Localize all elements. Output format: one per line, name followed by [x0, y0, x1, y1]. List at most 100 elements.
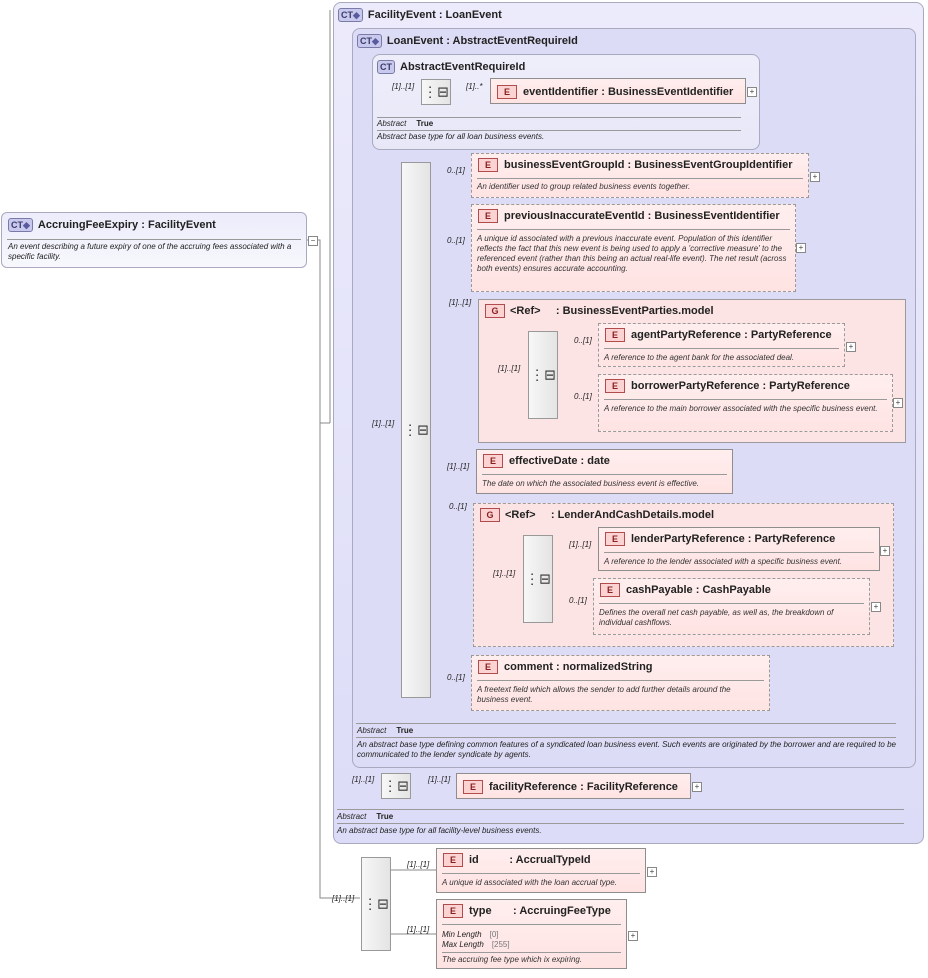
- root-complex-type[interactable]: CT◆AccruingFeeExpiry : FacilityEvent An …: [1, 212, 307, 268]
- element-type: : FacilityReference: [580, 780, 678, 793]
- facility-event-title: CT◆ FacilityEvent : LoanEvent: [338, 8, 502, 22]
- parties-seq-card: [1]..[1]: [498, 364, 521, 373]
- expand-icon[interactable]: +: [880, 546, 890, 556]
- group-name: : LenderAndCashDetails.model: [550, 508, 715, 521]
- max-length-facet: Max Length[255]: [442, 940, 510, 949]
- element-type: : BusinessEventIdentifier: [647, 209, 780, 222]
- sequence-icon: ⋮⊟: [525, 570, 551, 587]
- element-doc: A unique id associated with the loan acc…: [442, 878, 617, 887]
- element-name: cashPayable: [626, 583, 693, 596]
- event-identifier-card: [1]..*: [466, 82, 483, 91]
- element-name: comment: [504, 660, 553, 673]
- cash-payable-card: 0..[1]: [569, 596, 587, 605]
- facility-event-title-text: FacilityEvent : LoanEvent: [367, 8, 502, 21]
- element-type: : PartyReference: [744, 328, 832, 341]
- element-name: id: [469, 853, 479, 866]
- element-type: : AccruingFeeType: [513, 904, 611, 917]
- element-doc: The accruing fee type which ix expiring.: [442, 955, 583, 964]
- expand-icon[interactable]: +: [692, 782, 702, 792]
- group-ref: <Ref>: [510, 304, 541, 317]
- element-icon: E: [483, 454, 503, 468]
- element-type: : BusinessEventGroupIdentifier: [627, 158, 793, 171]
- element-type: : BusinessEventIdentifier: [601, 85, 734, 98]
- element-name: previousInaccurateEventId: [504, 209, 645, 222]
- element-icon: E: [600, 583, 620, 597]
- loan-event-sequence[interactable]: ⋮⊟: [401, 162, 431, 698]
- element-doc: The date on which the associated busines…: [482, 479, 700, 488]
- element-type: : PartyReference: [762, 379, 850, 392]
- borrower-party-reference-card: 0..[1]: [574, 392, 592, 401]
- element-name: eventIdentifier: [523, 85, 599, 98]
- element-doc: A freetext field which allows the sender…: [477, 685, 731, 704]
- root-sequence[interactable]: ⋮⊟: [361, 857, 391, 951]
- element-type: : AccrualTypeId: [509, 853, 591, 866]
- element-icon: E: [443, 853, 463, 867]
- group-name: : BusinessEventParties.model: [555, 304, 714, 317]
- comment-card: 0..[1]: [447, 673, 465, 682]
- expand-icon[interactable]: +: [893, 398, 903, 408]
- facility-event-divider: [337, 823, 904, 824]
- element-name: type: [469, 904, 492, 917]
- expand-icon[interactable]: +: [647, 867, 657, 877]
- element-icon: E: [605, 379, 625, 393]
- element-name: borrowerPartyReference: [631, 379, 760, 392]
- element-type: : normalizedString: [555, 660, 653, 673]
- element-name: agentPartyReference: [631, 328, 742, 341]
- loan-seq-card: [1]..[1]: [372, 419, 395, 428]
- collapse-icon[interactable]: −: [308, 236, 318, 246]
- expand-icon[interactable]: +: [747, 87, 757, 97]
- parties-group-card: [1]..[1]: [449, 298, 472, 307]
- element-name: lenderPartyReference: [631, 532, 745, 545]
- element-type: : date: [580, 454, 610, 467]
- complex-type-icon: CT: [377, 60, 395, 74]
- lender-sequence[interactable]: ⋮⊟: [523, 535, 553, 623]
- parties-sequence[interactable]: ⋮⊟: [528, 331, 558, 419]
- group-ref: <Ref>: [505, 508, 536, 521]
- abstract-sequence[interactable]: ⋮⊟: [421, 79, 451, 105]
- element-type: : CashPayable: [695, 583, 771, 596]
- element-icon: E: [497, 85, 517, 99]
- complex-type-icon: CT◆: [357, 34, 382, 48]
- agent-party-reference-card: 0..[1]: [574, 336, 592, 345]
- element-doc: An identifier used to group related busi…: [477, 182, 691, 191]
- root-title: CT◆AccruingFeeExpiry : FacilityEvent: [8, 218, 216, 232]
- lender-group-card: 0..[1]: [449, 502, 467, 511]
- element-doc: A reference to the agent bank for the as…: [604, 353, 795, 362]
- sequence-icon: ⋮⊟: [423, 83, 449, 100]
- effective-date-card: [1]..[1]: [447, 462, 470, 471]
- complex-type-icon: CT◆: [338, 8, 363, 22]
- element-icon: E: [478, 158, 498, 172]
- element-name: effectiveDate: [509, 454, 578, 467]
- bottom-seq-card: [1]..[1]: [332, 894, 355, 903]
- expand-icon[interactable]: +: [810, 172, 820, 182]
- sequence-icon: ⋮⊟: [530, 366, 556, 383]
- expand-icon[interactable]: +: [628, 931, 638, 941]
- abstract-seq-card: [1]..[1]: [392, 82, 415, 91]
- facility-sequence[interactable]: ⋮⊟: [381, 773, 411, 799]
- element-doc: A unique id associated with a previous i…: [477, 234, 787, 273]
- loan-event-divider: [356, 723, 896, 724]
- loan-event-title-text: LoanEvent : AbstractEventRequireId: [386, 34, 578, 47]
- expand-icon[interactable]: +: [846, 342, 856, 352]
- facility-reference-card: [1]..[1]: [428, 775, 451, 784]
- loan-event-title: CT◆ LoanEvent : AbstractEventRequireId: [357, 34, 578, 48]
- sequence-icon: ⋮⊟: [363, 895, 389, 912]
- expand-icon[interactable]: +: [796, 243, 806, 253]
- element-icon: E: [463, 780, 483, 794]
- expand-icon[interactable]: +: [871, 602, 881, 612]
